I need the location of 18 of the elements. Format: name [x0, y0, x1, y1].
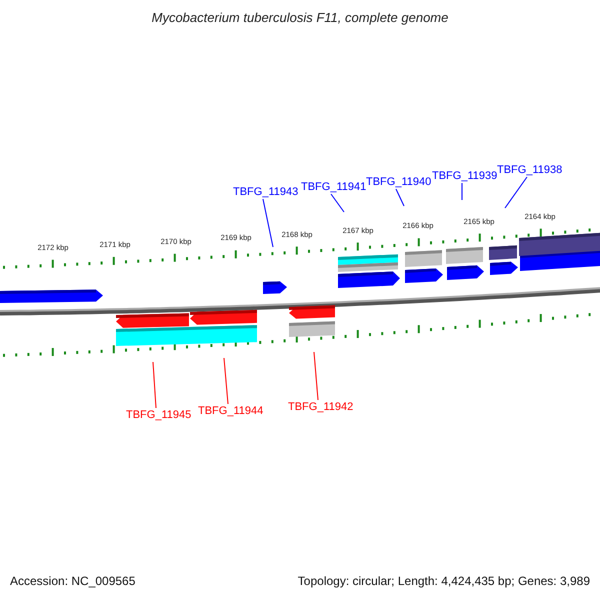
- leader-line: [396, 188, 404, 206]
- leader-line: [152, 362, 156, 408]
- gene-label: TBFG_11941: [301, 181, 366, 193]
- leader-line: [262, 198, 274, 248]
- leader-line: [224, 358, 228, 404]
- gene-label: TBFG_11943: [233, 186, 298, 198]
- leader-line: [314, 352, 318, 400]
- gene-label: TBFG_11940: [366, 176, 432, 188]
- gene-label: TBFG_11945: [126, 409, 192, 421]
- gene-label: TBFG_11938: [497, 164, 562, 176]
- footer-text: Accession: NC_009565: [10, 574, 136, 588]
- gene-label: TBFG_11939: [432, 170, 498, 182]
- footer-text: Topology: circular; Length: 4,424,435 bp; Genes: 3,989: [298, 574, 590, 588]
- gene-label: TBFG_11942: [288, 401, 354, 413]
- gene-label: TBFG_11944: [198, 405, 264, 417]
- diagram-title: Mycobacterium tuberculosis F11, complete genome: [150, 10, 450, 25]
- leader-line: [504, 176, 528, 208]
- leader-line: [330, 194, 344, 212]
